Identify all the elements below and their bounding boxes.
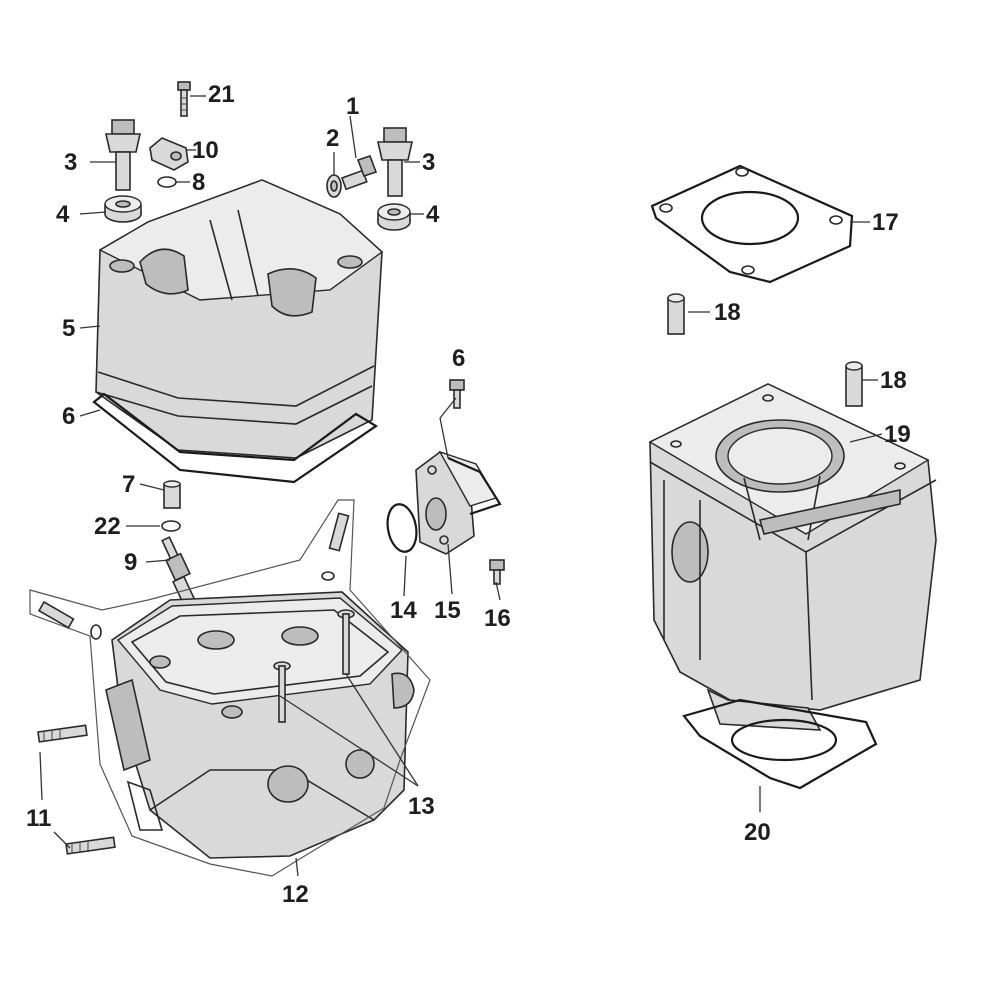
callout-17: 17 bbox=[872, 209, 899, 236]
cylinder-head-12 bbox=[105, 591, 415, 859]
callout-12: 12 bbox=[282, 881, 309, 908]
head-gasket-17 bbox=[650, 164, 854, 284]
cylinder-block-19 bbox=[648, 383, 937, 731]
callout-3-left: 3 bbox=[64, 149, 77, 176]
cover-bolt-3-left bbox=[105, 119, 141, 191]
intake-pipe-15 bbox=[415, 450, 502, 555]
valve-13-b bbox=[273, 661, 291, 723]
bolt-16 bbox=[489, 559, 505, 585]
cover-gasket-6 bbox=[92, 392, 379, 484]
callout-3-right: 3 bbox=[422, 149, 435, 176]
callout-10: 10 bbox=[192, 137, 219, 164]
stud-fitting-right bbox=[321, 512, 350, 581]
callout-11: 11 bbox=[26, 805, 51, 832]
callout-22: 22 bbox=[94, 513, 121, 540]
washer-2 bbox=[326, 174, 342, 198]
callout-2: 2 bbox=[326, 125, 339, 152]
callout-16: 16 bbox=[484, 605, 511, 632]
callout-14: 14 bbox=[390, 597, 417, 624]
callout-21: 21 bbox=[208, 81, 235, 108]
bolt-1 bbox=[340, 154, 378, 191]
callout-18-left: 18 bbox=[714, 299, 741, 326]
cylinder-head-group-outline bbox=[29, 499, 431, 877]
dowel-7 bbox=[163, 480, 181, 509]
callout-13: 13 bbox=[408, 793, 435, 820]
dowel-18-left bbox=[667, 293, 685, 335]
callout-1: 1 bbox=[346, 93, 359, 120]
leader-lines bbox=[39, 95, 883, 877]
cover-bolt-3-right bbox=[377, 127, 413, 197]
callout-6-right: 6 bbox=[452, 345, 465, 372]
bracket-10 bbox=[149, 137, 189, 171]
base-gasket-20 bbox=[682, 698, 878, 790]
stud-11-upper bbox=[37, 724, 88, 743]
bolt-21 bbox=[177, 81, 191, 117]
callout-7: 7 bbox=[122, 471, 135, 498]
callout-8: 8 bbox=[192, 169, 205, 196]
callout-19: 19 bbox=[884, 421, 911, 448]
dowel-18-right bbox=[845, 361, 863, 407]
o-ring-22 bbox=[161, 520, 181, 532]
callout-15: 15 bbox=[434, 597, 461, 624]
callout-6-left: 6 bbox=[62, 403, 75, 430]
o-ring-8 bbox=[157, 176, 177, 188]
o-ring-14 bbox=[386, 503, 418, 553]
stud-11-lower bbox=[65, 836, 116, 855]
callout-5: 5 bbox=[62, 315, 75, 342]
head-cover-5 bbox=[95, 179, 384, 459]
grommet-4-right bbox=[377, 203, 411, 231]
stud-fitting-left bbox=[37, 600, 102, 640]
grommet-4-left bbox=[104, 195, 142, 223]
callout-20: 20 bbox=[744, 819, 771, 846]
callout-4-left: 4 bbox=[56, 201, 70, 228]
callout-4-right: 4 bbox=[426, 201, 440, 228]
callout-9: 9 bbox=[124, 549, 137, 576]
bolt-6-small bbox=[449, 379, 465, 409]
callout-18-right: 18 bbox=[880, 367, 907, 394]
callout-labels: 1 2 3 3 4 4 5 6 6 7 8 9 10 11 12 13 14 1… bbox=[26, 81, 911, 908]
